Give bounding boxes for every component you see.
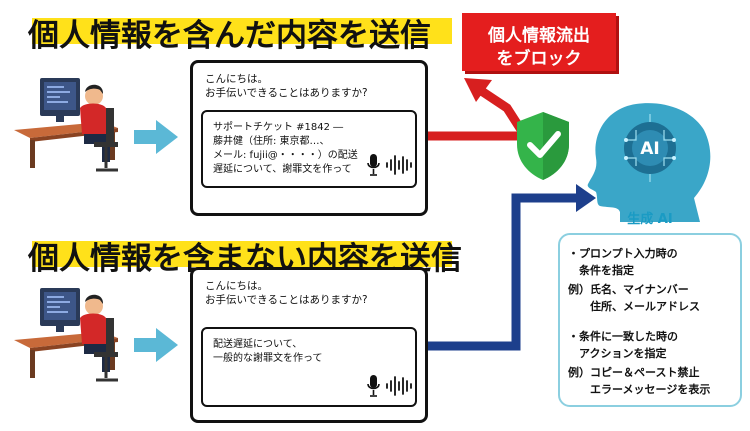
sound-wave-icon bbox=[386, 376, 412, 396]
chat-greeting: こんにちは。 お手伝いできることはありますか? bbox=[205, 72, 368, 100]
block-box-line: 個人情報流出 bbox=[488, 26, 590, 46]
right-arrow-icon bbox=[134, 328, 178, 362]
heading-with-personal-info: 個人情報を含んだ内容を送信 bbox=[0, 6, 476, 54]
sound-wave-icon bbox=[386, 155, 412, 175]
prompt-line: サポートチケット #1842 ― bbox=[213, 122, 344, 133]
ai-head-icon: AI bbox=[587, 103, 711, 222]
person-at-desk-icon bbox=[14, 288, 118, 382]
info-line: 条件を指定 bbox=[568, 264, 634, 277]
chat-greeting: こんにちは。 お手伝いできることはありますか? bbox=[205, 279, 368, 307]
info-line: 住所、メールアドレス bbox=[568, 300, 700, 313]
block-leak-box: 個人情報流出 をブロック bbox=[462, 13, 616, 71]
prompt-input-box[interactable]: 配送遅延について、 一般的な謝罪文を作って bbox=[201, 327, 417, 407]
shield-check-icon bbox=[517, 112, 569, 180]
blue-flow-line bbox=[428, 193, 580, 351]
prompt-text: 配送遅延について、 一般的な謝罪文を作って bbox=[213, 338, 323, 366]
prompt-line: メール: fujii@・・・・）の配送 bbox=[213, 150, 358, 161]
person-at-desk-icon bbox=[14, 78, 118, 172]
greeting-line: こんにちは。 bbox=[205, 73, 268, 85]
rules-info-box: ・プロンプト入力時の 条件を指定 例）氏名、マイナンバー 住所、メールアドレス … bbox=[558, 233, 742, 407]
highlight-bar bbox=[32, 18, 452, 44]
prompt-input-box[interactable]: サポートチケット #1842 ― 藤井健（住所: 東京都…、 メール: fuji… bbox=[201, 110, 417, 188]
prompt-line: 藤井健（住所: 東京都…、 bbox=[213, 136, 330, 147]
microphone-icon[interactable] bbox=[367, 375, 380, 397]
chat-window-bottom: こんにちは。 お手伝いできることはありますか? 配送遅延について、 一般的な謝罪… bbox=[190, 267, 428, 423]
info-line: エラーメッセージを表示 bbox=[568, 383, 711, 396]
info-line: 例）氏名、マイナンバー bbox=[568, 283, 689, 296]
ai-label: 生成 AI bbox=[627, 212, 673, 227]
info-line: ・プロンプト入力時の bbox=[568, 247, 678, 260]
prompt-text: サポートチケット #1842 ― 藤井健（住所: 東京都…、 メール: fuji… bbox=[213, 121, 358, 177]
right-arrow-icon bbox=[134, 120, 178, 154]
prompt-line: 一般的な謝罪文を作って bbox=[213, 353, 323, 364]
info-line: アクションを指定 bbox=[568, 347, 667, 360]
chat-window-top: こんにちは。 お手伝いできることはありますか? サポートチケット #1842 ―… bbox=[190, 60, 428, 216]
greeting-line: お手伝いできることはありますか? bbox=[205, 294, 368, 306]
info-line: ・条件に一致した時の bbox=[568, 330, 678, 343]
ai-chip-text: AI bbox=[640, 139, 659, 159]
blue-arrow-head bbox=[576, 184, 596, 212]
prompt-line: 遅延について、謝罪文を作って bbox=[213, 164, 352, 175]
red-arrow-head bbox=[464, 78, 492, 102]
prompt-line: 配送遅延について、 bbox=[213, 339, 303, 350]
greeting-line: こんにちは。 bbox=[205, 280, 268, 292]
info-line: 例）コピー＆ペースト禁止 bbox=[568, 366, 700, 379]
greeting-line: お手伝いできることはありますか? bbox=[205, 87, 368, 99]
highlight-bar bbox=[32, 241, 452, 267]
microphone-icon[interactable] bbox=[367, 154, 380, 176]
heading-text: 個人情報を含んだ内容を送信 bbox=[28, 18, 431, 54]
block-box-line: をブロック bbox=[496, 49, 582, 69]
